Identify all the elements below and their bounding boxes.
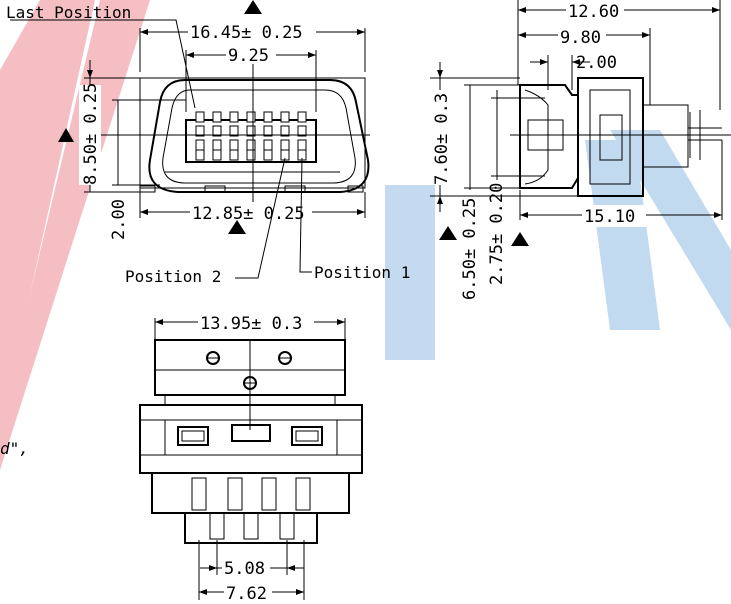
- height-bg: [79, 85, 101, 185]
- pitch-inner-bg: [222, 557, 270, 577]
- front-pin-grid: [195, 111, 307, 161]
- side-length-a: 12.60: [568, 2, 619, 22]
- front-overall-width: 16.45± 0.25: [190, 23, 303, 43]
- side-length-c: 2.00: [576, 53, 617, 73]
- side-height-b: 6.50± 0.25: [460, 198, 480, 300]
- datum-triangle-side-2: [511, 232, 529, 246]
- datum-triangle-top: [244, 0, 262, 14]
- datum-triangle-bottom: [228, 220, 246, 234]
- bottom-pitch-inner: 5.08: [224, 559, 265, 579]
- length-d-bg: [582, 205, 646, 227]
- length-a-bg: [566, 0, 624, 20]
- callout-position-1: Position 1: [314, 263, 410, 282]
- watermark-blue-bar: [385, 185, 435, 360]
- front-bottom-width: 12.85± 0.25: [192, 204, 305, 224]
- watermark-blue-diag: [610, 130, 731, 330]
- length-b-bg: [558, 26, 606, 46]
- watermark: [0, 0, 731, 470]
- bottom-width-bg-2: [198, 312, 314, 334]
- datum-triangle-left: [58, 128, 74, 142]
- inner-width-bg: [226, 44, 276, 64]
- pitch-outer-bg: [224, 582, 272, 602]
- overall-width-bg: [188, 20, 316, 42]
- front-height: 8.50± 0.25: [81, 83, 101, 185]
- front-view: 16.45± 0.25 9.25 12.85± 0.25 8.50± 0.25 …: [6, 0, 410, 286]
- callout-position-2: Position 2: [125, 267, 221, 286]
- bottom-pitch-outer: 7.62: [226, 584, 267, 604]
- datum-triangle-side-1: [439, 226, 457, 240]
- pin-contacts: [191, 477, 311, 540]
- bottom-width: 13.95± 0.3: [200, 314, 302, 334]
- bottom-width-bg: [190, 202, 312, 224]
- side-height-bg: [430, 90, 452, 185]
- watermark-red-stroke-2: [0, 0, 150, 470]
- callout-last-position: Last Position: [6, 3, 131, 22]
- side-height-c: 2.75± 0.20: [487, 183, 507, 285]
- side-view: 12.60 9.80 2.00 7.60± 0.3 6.50± 0.25 2.7…: [430, 0, 731, 300]
- side-length-b: 9.80: [560, 28, 601, 48]
- front-bottom-offset: 2.00: [109, 199, 129, 240]
- front-inner-width: 9.25: [228, 46, 269, 66]
- side-length-d: 15.10: [584, 207, 635, 227]
- side-height: 7.60± 0.3: [432, 93, 452, 185]
- edge-mark: d",: [0, 439, 29, 458]
- watermark-blue-bar-2: [585, 140, 660, 330]
- bottom-view: 13.95± 0.3: [139, 312, 363, 604]
